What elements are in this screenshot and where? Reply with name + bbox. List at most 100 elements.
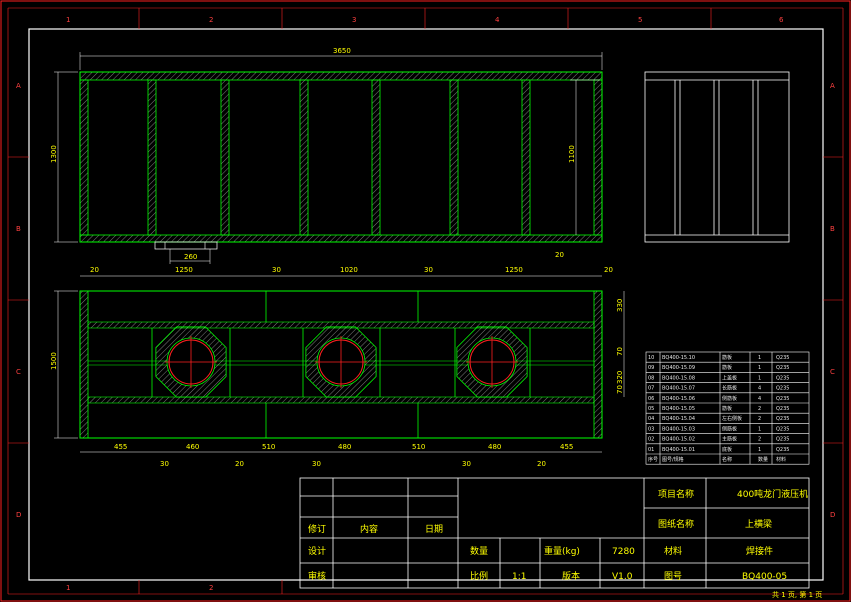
col-label: 1 (66, 16, 70, 24)
col-label: 2 (209, 584, 213, 592)
dim-front-top: 30 (424, 266, 433, 274)
bom-name: 筋板 (722, 364, 732, 371)
col-label: 5 (638, 16, 642, 24)
bom-mat: Q235 (776, 355, 789, 361)
front-right-side (593, 290, 603, 439)
bom-mat: Q235 (776, 396, 789, 402)
col-label: 1 (66, 584, 70, 592)
bom-mat: Q235 (776, 365, 789, 371)
dim-front-top: 1250 (175, 266, 193, 274)
project-value: 400吨龙门液压机 (737, 488, 808, 500)
front-mid-plate-bottom (87, 396, 595, 404)
bom-mat: Q235 (776, 406, 789, 412)
top-view-rib (299, 79, 309, 236)
top-plate (79, 71, 603, 81)
front-left-side (79, 290, 89, 439)
dim-left-height: 1300 (50, 145, 58, 163)
bom-name: 侧筋板 (722, 425, 737, 432)
material-label: 材料 (664, 545, 682, 557)
project-label: 项目名称 (658, 488, 694, 500)
bom-no: 09 (648, 365, 654, 371)
dim-corner-note: 20 (555, 251, 564, 259)
top-view-rib (371, 79, 381, 236)
row-label: A (16, 82, 21, 90)
dim-front-small: 30 (312, 460, 321, 468)
top-view-rib (220, 79, 230, 236)
bom-code: BQ400-15.03 (662, 426, 695, 432)
bom-no: 10 (648, 355, 654, 361)
scale-label: 比例 (470, 570, 488, 582)
bom-qty: 1 (758, 365, 761, 371)
row-label: D (830, 511, 835, 519)
bom-name: 底板 (722, 446, 732, 453)
version-label: 版本 (562, 570, 580, 582)
bom-mat: Q235 (776, 447, 789, 453)
top-view-rib (521, 79, 531, 236)
bom-qty: 1 (758, 447, 761, 453)
inner-frame (28, 28, 824, 581)
revise-label: 修订 (308, 523, 326, 535)
front-view-dims (54, 275, 625, 453)
bom-no: 序号 (648, 456, 658, 463)
bom-name: 筋板 (722, 405, 732, 412)
front-view (79, 290, 603, 439)
col-label: 4 (495, 16, 500, 24)
top-view-dims (54, 52, 603, 264)
dim-front-small: 20 (235, 460, 244, 468)
drawing-value: 上横梁 (745, 518, 772, 530)
bom-no: 06 (648, 396, 654, 402)
material-value: 焊接件 (746, 545, 773, 557)
bom-code: BQ400-15.06 (662, 396, 695, 402)
design-label: 设计 (308, 545, 326, 557)
dim-front-right: 330 (616, 299, 624, 312)
sheet-info: 共 1 页, 第 1 页 (772, 590, 822, 599)
top-view (79, 71, 603, 250)
dim-front-small: 20 (537, 460, 546, 468)
top-view-rib (593, 79, 603, 236)
bom-qty: 1 (758, 355, 761, 361)
bom-code: BQ400-15.08 (662, 375, 695, 381)
bom-no: 07 (648, 386, 654, 392)
scale-value: 1:1 (512, 572, 526, 582)
bom-code: BQ400-15.01 (662, 447, 695, 453)
bom-no: 01 (648, 447, 654, 453)
drawing-label: 图纸名称 (658, 518, 694, 530)
bottom-plate (79, 234, 603, 243)
bom-code: BQ400-15.02 (662, 437, 695, 443)
bom-code: BQ400-15.07 (662, 386, 695, 392)
weight-label: 重量(kg) (544, 545, 580, 557)
bom-mat: Q235 (776, 416, 789, 422)
bom-no: 04 (648, 416, 654, 422)
row-label: B (830, 225, 835, 233)
bom-code: BQ400-15.09 (662, 365, 695, 371)
row-label: C (16, 368, 21, 376)
col-label: 3 (352, 16, 356, 24)
bom-name: 主筋板 (722, 436, 737, 443)
bom-mat: Q235 (776, 437, 789, 443)
bom-name: 筋板 (722, 354, 732, 361)
dim-notch-width: 260 (184, 253, 197, 261)
review-label: 审核 (308, 570, 326, 582)
title-block (299, 477, 810, 589)
dim-front-bottom: 510 (262, 443, 275, 451)
bom-code: BQ400-15.04 (662, 416, 695, 422)
dim-front-bottom: 510 (412, 443, 425, 451)
dim-inner-height: 1100 (568, 145, 576, 163)
bom-no: 03 (648, 426, 654, 432)
dim-front-right: 320 (616, 371, 624, 384)
number-value: BQ400-05 (742, 572, 787, 582)
weight-value: 7280 (612, 547, 635, 557)
bom-qty: 2 (758, 406, 761, 412)
quantity-label: 数量 (470, 545, 488, 557)
dim-front-bottom: 480 (488, 443, 501, 451)
bom-name: 上盖板 (722, 374, 737, 381)
notch (154, 241, 218, 250)
bom-mat: Q235 (776, 375, 789, 381)
number-label: 图号 (664, 571, 682, 582)
dim-front-top: 20 (604, 266, 613, 274)
row-label: A (830, 82, 835, 90)
dim-front-top: 1020 (340, 266, 358, 274)
col-label: 2 (209, 16, 213, 24)
dim-front-small: 30 (160, 460, 169, 468)
